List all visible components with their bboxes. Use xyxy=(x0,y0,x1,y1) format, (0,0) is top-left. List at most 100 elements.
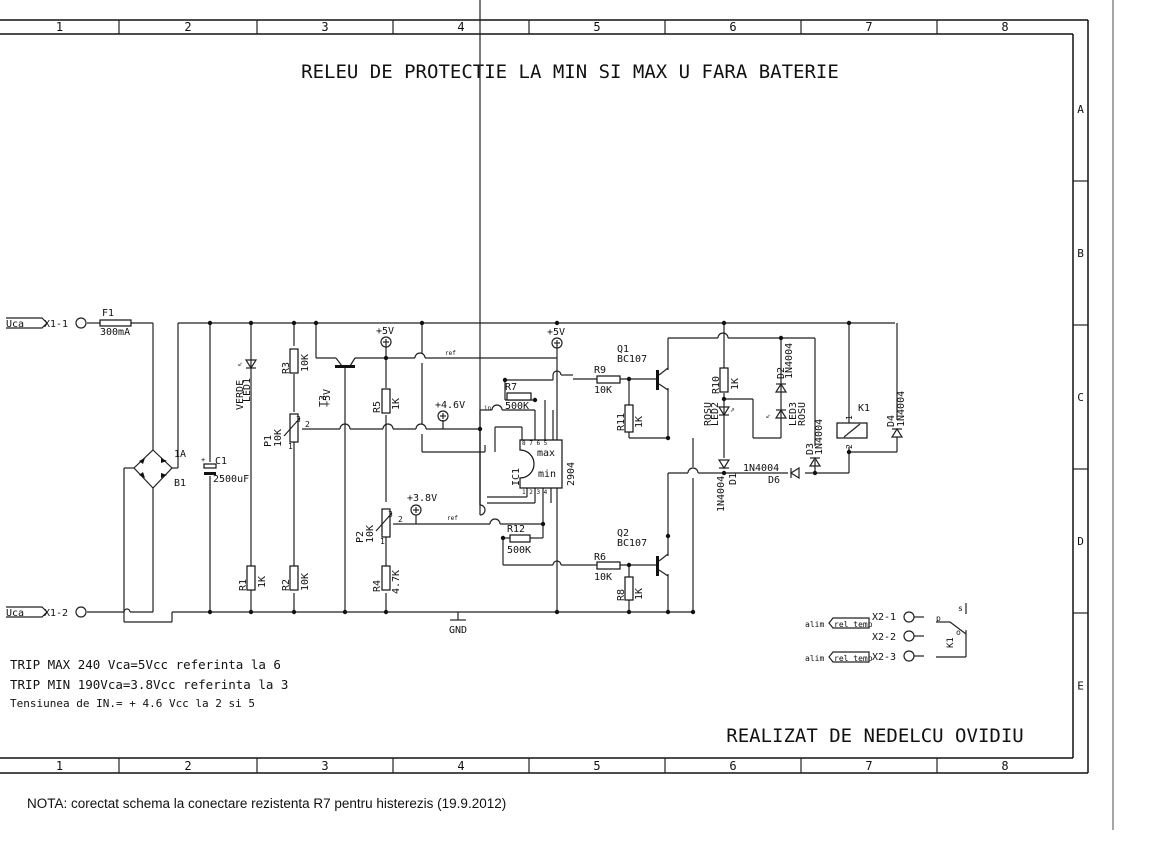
d4-ref: D4 xyxy=(886,415,897,427)
q1-value: BC107 xyxy=(617,354,647,365)
junction-dot xyxy=(207,320,213,326)
r3-value: 10K xyxy=(300,354,311,372)
r2-ref: R2 xyxy=(281,579,292,591)
led2-ref: LED2 xyxy=(710,402,721,426)
svg-text:⇗: ⇗ xyxy=(730,405,735,414)
junction-dot xyxy=(626,562,632,568)
r9-ref: R9 xyxy=(594,365,606,376)
b1-ref: B1 xyxy=(174,478,186,489)
d6-ref: D6 xyxy=(768,475,780,486)
r2-value: 10K xyxy=(300,573,311,591)
r4-ref: R4 xyxy=(372,580,383,592)
junction-dot xyxy=(248,609,254,615)
junction-dot xyxy=(383,355,389,361)
test-point-3-8v: +3.8V xyxy=(407,493,437,524)
x2-3-label: X2-3 xyxy=(872,652,896,663)
resistor-r9: R9 10K xyxy=(594,365,621,396)
junction-dot xyxy=(532,397,538,403)
r9-value: 10K xyxy=(594,385,612,396)
junction-dot xyxy=(383,609,389,615)
d6-value: 1N4004 xyxy=(743,463,779,474)
svg-text:⇙: ⇙ xyxy=(238,359,243,368)
junction-dot xyxy=(626,376,632,382)
r8-value: 1K xyxy=(634,588,645,600)
row-label: C xyxy=(1077,391,1084,404)
connector-x1-1[interactable]: Uca X1-1 xyxy=(6,317,87,330)
svg-text:8 7 6 5: 8 7 6 5 xyxy=(522,440,548,447)
ic1-min-label: min xyxy=(538,469,556,480)
resistor-r8: R8 1K xyxy=(616,576,645,601)
power-node-5v-a: +5V xyxy=(376,326,394,348)
junction-dot xyxy=(313,320,319,326)
junction-dot xyxy=(626,609,632,615)
junction-dot xyxy=(665,609,671,615)
d2-value: 1N4004 xyxy=(784,343,795,379)
junction-dot xyxy=(500,535,506,541)
connector-x2-3[interactable]: alim rel temp X2-3 xyxy=(805,650,924,663)
svg-text:2: 2 xyxy=(398,515,403,524)
diode-d6: 1N4004 D6 xyxy=(743,463,800,486)
v46-label: +4.6V xyxy=(435,400,465,411)
led1-value: VERDE xyxy=(235,380,246,410)
r10-ref: R10 xyxy=(711,376,722,394)
junction-dot xyxy=(665,435,671,441)
led-led3: ⇙ LED3 ROSU xyxy=(766,402,808,426)
column-label: 7 xyxy=(865,20,872,34)
connector-x2-1[interactable]: alim rel temp X2-1 xyxy=(805,611,924,629)
r6-ref: R6 xyxy=(594,552,606,563)
x1-1-signal: Uca xyxy=(6,319,24,330)
gnd-label: GND xyxy=(449,625,467,636)
x2-3-signal: alim xyxy=(805,654,824,663)
terminal-circle-icon xyxy=(75,317,87,329)
row-label: B xyxy=(1077,247,1084,260)
column-label: 5 xyxy=(593,759,600,773)
correction-note: NOTA: corectat schema la conectare rezis… xyxy=(27,796,507,811)
potentiometer-p1: 3 1 2 P1 10K xyxy=(263,413,310,451)
column-label: 8 xyxy=(1001,20,1008,34)
note-trip-min: TRIP MIN 190Vca=3.8Vcc referinta la 3 xyxy=(10,677,288,692)
svg-text:3: 3 xyxy=(296,415,301,424)
connector-x2-2[interactable]: X2-2 xyxy=(872,630,924,643)
f1-value: 300mA xyxy=(100,327,130,338)
x2-3-tag: rel temp xyxy=(834,654,873,663)
resistor-r2: R2 10K xyxy=(281,565,311,591)
r1-ref: R1 xyxy=(238,579,249,591)
d3-ref: D3 xyxy=(805,443,816,455)
r3-ref: R3 xyxy=(281,362,292,374)
t3-value: +5V xyxy=(322,389,333,407)
r10-value: 1K xyxy=(730,378,741,390)
vcc5-label-a: +5V xyxy=(376,326,394,337)
p2-value: 10K xyxy=(365,525,376,543)
row-label: D xyxy=(1077,535,1084,548)
column-label: 2 xyxy=(184,759,191,773)
junction-dot xyxy=(342,609,348,615)
column-label: 2 xyxy=(184,20,191,34)
junction-dot xyxy=(540,521,546,527)
column-label: 3 xyxy=(321,20,328,34)
d1-value: 1N4004 xyxy=(716,476,727,512)
column-label: 6 xyxy=(729,20,736,34)
connector-x1-2[interactable]: Uca X1-2 xyxy=(6,606,87,619)
ic1-ref: IC1 xyxy=(511,468,522,486)
c1-value: 2500uF xyxy=(213,474,249,485)
diode-d4: D4 1N4004 xyxy=(886,391,907,438)
t3-ref: T3 xyxy=(318,395,329,407)
junction-dots xyxy=(207,320,852,615)
r11-value: 1K xyxy=(634,416,645,428)
resistor-r12: R12 500K xyxy=(507,524,531,556)
wires xyxy=(87,0,898,623)
sheet-title: RELEU DE PROTECTIE LA MIN SI MAX U FARA … xyxy=(301,61,839,83)
resistor-r6: R6 10K xyxy=(594,552,621,583)
r12-ref: R12 xyxy=(507,524,525,535)
column-label: 1 xyxy=(56,759,63,773)
power-node-5v-b: +5V xyxy=(547,327,565,349)
uca-arrow-2 xyxy=(6,606,48,618)
led-led1: ⇙ VERDE LED1 xyxy=(235,359,258,410)
d1-ref: D1 xyxy=(728,473,739,485)
relay-contact-k1: p s o K1 xyxy=(936,603,967,658)
r7-ref: R7 xyxy=(505,382,517,393)
potentiometer-p2: 3 2 1 P2 10K xyxy=(355,508,403,546)
ic1-value: 2904 xyxy=(566,462,577,486)
test-point-4-6v: +4.6V xyxy=(435,400,465,429)
